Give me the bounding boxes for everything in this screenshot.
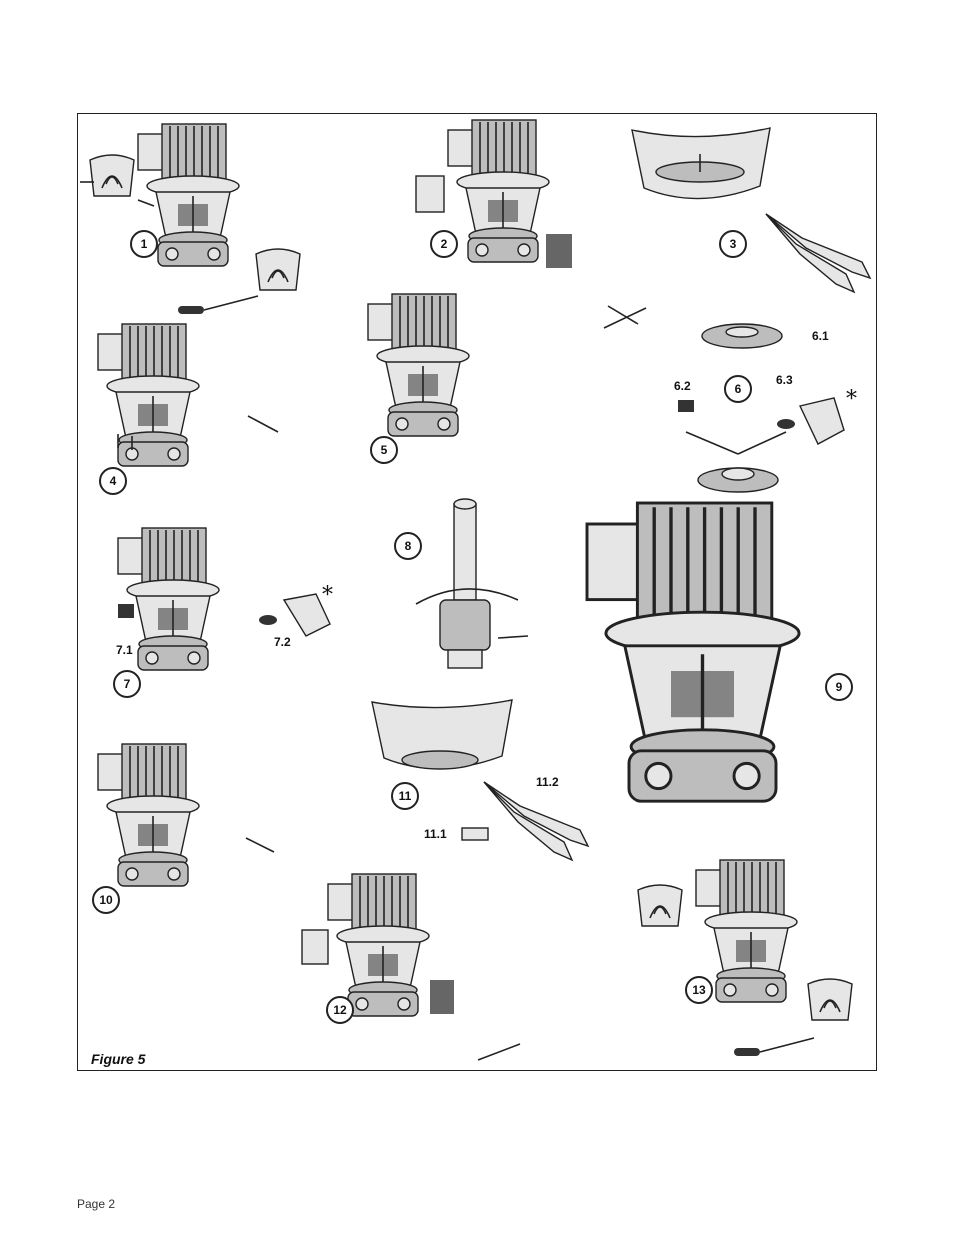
figure-caption: Figure 5 bbox=[91, 1051, 146, 1067]
step-11-label: 11 bbox=[399, 789, 412, 803]
step-10-illustration bbox=[97, 743, 275, 887]
label-7-2: 7.2 bbox=[274, 635, 291, 649]
step-8-label: 8 bbox=[405, 539, 412, 553]
step-11-illustration bbox=[371, 699, 589, 861]
step-2-illustration bbox=[415, 119, 647, 329]
step-6-label: 6 bbox=[735, 382, 742, 396]
asterisk-symbol-6: * bbox=[846, 387, 857, 412]
label-6-3: 6.3 bbox=[776, 373, 793, 387]
step-2-label: 2 bbox=[441, 237, 448, 251]
step-13-label: 13 bbox=[692, 983, 706, 997]
assembly-illustration: 1 2 3 4 5 6 7 8 9 10 11 12 13 6.1 6.2 6.… bbox=[80, 119, 871, 1061]
step-13-illustration bbox=[637, 859, 853, 1057]
step-9-illustration bbox=[585, 501, 801, 803]
step-1-label: 1 bbox=[141, 237, 148, 251]
label-6-1: 6.1 bbox=[812, 329, 829, 343]
figure-frame: 1 2 3 4 5 6 7 8 9 10 11 12 13 6.1 6.2 6.… bbox=[77, 113, 877, 1071]
step-4-illustration bbox=[97, 323, 279, 467]
label-11-1: 11.1 bbox=[424, 827, 447, 841]
step-9-label: 9 bbox=[836, 680, 843, 694]
step-5-label: 5 bbox=[381, 443, 388, 457]
step-7-illustration bbox=[117, 527, 331, 671]
step-10-label: 10 bbox=[99, 893, 113, 907]
step-7-label: 7 bbox=[124, 677, 131, 691]
step-5-illustration bbox=[367, 293, 470, 437]
step-1-illustration bbox=[80, 123, 301, 315]
page-number: Page 2 bbox=[77, 1197, 116, 1211]
step-3-illustration bbox=[631, 127, 871, 293]
label-6-2: 6.2 bbox=[674, 379, 691, 393]
sub-step-labels: 6.1 6.2 6.3 7.1 7.2 11.1 11.2 * * bbox=[116, 329, 857, 841]
step-8-illustration bbox=[415, 498, 529, 669]
step-markers: 1 2 3 4 5 6 7 8 9 10 11 12 13 bbox=[92, 230, 853, 1024]
label-11-2: 11.2 bbox=[536, 775, 559, 789]
step-6-illustration bbox=[678, 323, 845, 493]
step-3-label: 3 bbox=[730, 237, 737, 251]
step-12-illustration bbox=[301, 873, 521, 1061]
asterisk-symbol-7: * bbox=[322, 583, 333, 608]
step-4-label: 4 bbox=[110, 474, 117, 488]
label-7-1: 7.1 bbox=[116, 643, 133, 657]
step-12-label: 12 bbox=[333, 1003, 347, 1017]
